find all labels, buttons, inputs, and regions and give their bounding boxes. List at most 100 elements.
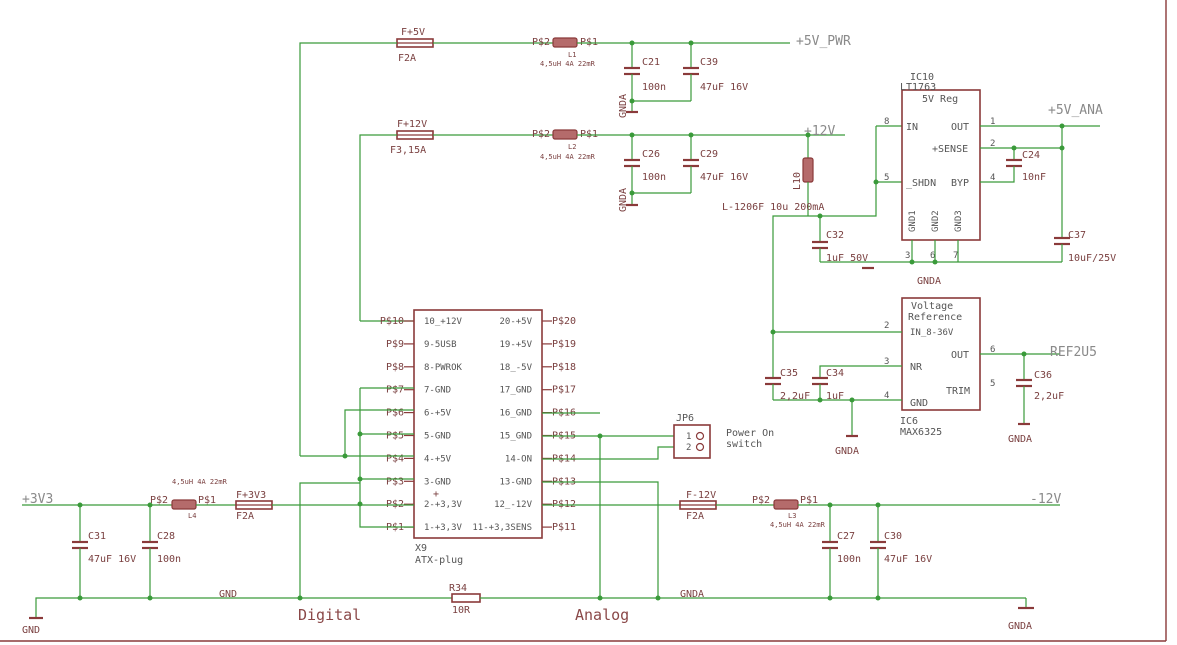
c32-name: C32: [826, 230, 844, 241]
x9-left-pad-label: P$8: [386, 362, 404, 373]
capacitor-c31[interactable]: C31 47uF 16V: [72, 505, 136, 598]
net-label-ref: REF2U5: [1050, 345, 1097, 360]
jp6-desc-1: Power On: [726, 428, 774, 439]
capacitor-c39[interactable]: C39 47uF 16V: [683, 43, 748, 101]
x9-right-pin-name: 20-+5V: [499, 317, 532, 327]
resistor-r34[interactable]: R34 10R: [449, 583, 481, 616]
atx-connector-x9[interactable]: X9 ATX-plug +: [413, 309, 543, 566]
digital-label: Digital: [298, 606, 361, 624]
x9-right-pin-name: 16_GND: [499, 409, 532, 419]
l4-value: 4,5uH 4A 22mR: [172, 478, 228, 486]
capacitor-c29[interactable]: C29 47uF 16V: [683, 135, 748, 193]
fuse-f12v[interactable]: F+12V F3,15A: [390, 119, 434, 156]
capacitor-c34[interactable]: C34 1uF: [812, 368, 844, 402]
vr-pin-trim: TRIM: [946, 386, 970, 397]
c24-name: C24: [1022, 150, 1040, 161]
x9-left-pin-name: 10_+12V: [424, 317, 463, 327]
c39-name: C39: [700, 57, 718, 68]
svg-text:2: 2: [686, 443, 691, 453]
ic6-voltage-reference[interactable]: Voltage Reference IN_8-36V OUT NR TRIM G…: [884, 297, 995, 438]
l1-name: L1: [568, 51, 576, 59]
svg-text:8: 8: [884, 117, 889, 127]
svg-text:2: 2: [884, 321, 889, 331]
x9-right-pad-label: P$17: [552, 385, 576, 396]
vr-title-1: Voltage: [911, 301, 953, 312]
svg-text:1: 1: [686, 432, 691, 442]
ic10-pin-shdn: _SHDN: [906, 178, 936, 189]
gnda-c36-label: GNDA: [1008, 434, 1032, 445]
x9-right-pin-name: 19-+5V: [499, 340, 532, 350]
ic10-pin-in: IN: [906, 122, 918, 133]
c39-value: 47uF 16V: [700, 82, 748, 93]
inductor-l10[interactable]: L10 L-1206F 10u 200mA: [722, 135, 824, 216]
ic10-name: IC10: [910, 72, 934, 83]
l2-name: L2: [568, 143, 576, 151]
ic10-pin-out: OUT: [951, 122, 969, 133]
net-label-5v-ana: +5V_ANA: [1048, 103, 1103, 118]
ic10-pin-gnd3: GND3: [954, 210, 964, 232]
l3-value: 4,5uH 4A 22mR: [770, 521, 826, 529]
l4-p2-label: P$2: [150, 495, 168, 506]
inductor-l1[interactable]: P$2 P$1 L1 4,5uH 4A 22mR: [532, 37, 598, 68]
x9-left-pad-label: P$10: [380, 316, 404, 327]
l10-name: L10: [792, 172, 803, 190]
net-label-12v: +12V: [804, 124, 835, 139]
svg-text:2: 2: [990, 139, 995, 149]
capacitor-c28[interactable]: C28 100n: [142, 505, 181, 598]
fuse-fn12v-value: F2A: [686, 511, 704, 522]
x9-left-pin-name: 4-+5V: [424, 454, 452, 464]
vr-pin-in: IN_8-36V: [910, 328, 954, 338]
svg-text:6: 6: [930, 251, 935, 261]
l4-p1-label: P$1: [198, 495, 216, 506]
x9-right-pin-name: 11-+3,3SENS: [472, 523, 532, 533]
inductor-l3[interactable]: P$2 P$1 L3 4,5uH 4A 22mR: [752, 495, 826, 529]
capacitor-c26[interactable]: C26 100n: [624, 135, 666, 205]
x9-left-pin-name: 3-GND: [424, 477, 451, 487]
svg-text:+: +: [433, 489, 439, 500]
x9-left-pad-label: P$5: [386, 431, 404, 442]
x9-right-pad-label: P$20: [552, 316, 576, 327]
inductor-l2[interactable]: P$2 P$1 L2 4,5uH 4A 22mR: [532, 129, 598, 161]
vr-title-2: Reference: [908, 312, 962, 323]
capacitor-c35[interactable]: C35 2,2uF: [765, 368, 810, 402]
x9-right-pin-name: 14-ON: [505, 454, 532, 464]
capacitor-c27[interactable]: C27 100n: [822, 505, 861, 598]
net-label-3v3: +3V3: [22, 492, 53, 507]
x9-left-pad-label: P$4: [386, 453, 404, 464]
fuse-f5v[interactable]: F+5V F2A: [396, 27, 434, 64]
svg-text:3: 3: [884, 357, 889, 367]
capacitor-c37[interactable]: C37 10uF/25V: [1054, 230, 1116, 264]
analog-label: Analog: [575, 606, 629, 624]
c34-value: 1uF: [826, 391, 844, 402]
c36-value: 2,2uF: [1034, 391, 1064, 402]
vr-pin-nr: NR: [910, 362, 923, 373]
capacitor-c30[interactable]: C30 47uF 16V: [870, 505, 932, 598]
ic6-name: IC6: [900, 416, 918, 427]
jumper-jp6[interactable]: JP6 1 2 Power On switch: [673, 413, 774, 459]
ic10-regulator[interactable]: IC10 LT1763 5V Reg IN OUT +SENSE _SHDN B…: [884, 72, 995, 261]
vr-pin-out: OUT: [951, 350, 969, 361]
fuse-fn12v[interactable]: F-12V F2A: [679, 490, 717, 522]
fuse-f5v-label: F+5V: [401, 27, 425, 38]
fuse-f12v-value: F3,15A: [390, 145, 426, 156]
capacitor-c32[interactable]: C32 1uF 50V: [812, 216, 868, 264]
ic6-part: MAX6325: [900, 427, 942, 438]
c29-value: 47uF 16V: [700, 172, 748, 183]
capacitor-c36[interactable]: C36 2,2uF: [1016, 354, 1064, 426]
c30-name: C30: [884, 531, 902, 542]
l10-value: L-1206F 10u 200mA: [722, 202, 824, 213]
l2-value: 4,5uH 4A 22mR: [540, 153, 596, 161]
capacitor-c24[interactable]: C24 10nF: [980, 150, 1046, 183]
c34-name: C34: [826, 368, 844, 379]
gnd-net-label: GND: [219, 589, 237, 600]
l4-name: L4: [188, 512, 196, 520]
jp6-name: JP6: [676, 413, 694, 424]
svg-text:1: 1: [990, 117, 995, 127]
fuse-f3v3[interactable]: F+3V3 F2A: [235, 490, 273, 522]
capacitor-c21[interactable]: C21 100n: [624, 43, 666, 112]
c36-name: C36: [1034, 370, 1052, 381]
ic10-pin-byp: BYP: [951, 178, 969, 189]
c26-value: 100n: [642, 172, 666, 183]
inductor-l4[interactable]: P$2 P$1 L4 4,5uH 4A 22mR: [150, 478, 228, 520]
